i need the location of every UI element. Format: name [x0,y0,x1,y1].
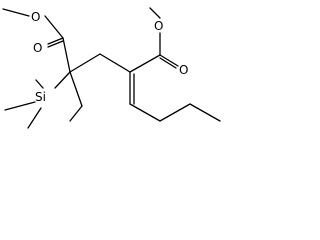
bond-quaternary-ch2 [69,53,101,73]
bond-co-double-right-a [159,54,179,67]
bond-si-methyl-top [35,79,44,89]
molecule-structure: O O Si O O [2,7,221,129]
bond-co-double-left-b [47,40,64,48]
bond-carbonyl-quaternary [62,37,71,73]
bond-si-methyl-left [4,101,36,111]
bond-co-double-right-b [159,57,177,69]
bond-quaternary-ethyl-1 [69,71,83,107]
atom-label-o-methoxy-right: O [154,19,163,33]
bond-co-double-left-a [47,37,64,45]
bond-si-methyl-bottom [27,107,42,129]
bond-ethyl-2 [69,105,83,122]
bond-o-methyl-right [149,7,161,19]
atom-label-si: Si [35,90,46,104]
bond-o-carbonyl-left [44,15,64,39]
bond-propyl-2 [159,103,191,122]
bond-ch2-alkene [99,53,131,73]
atom-label-o-methoxy-left: O [31,10,40,24]
bond-methyl-o-left [2,8,30,17]
bond-propyl-3 [189,103,221,122]
atom-label-o-carbonyl-left: O [33,41,42,55]
bond-propyl-1 [129,103,161,122]
bond-quaternary-si [54,71,71,89]
atom-label-o-carbonyl-right: O [179,63,188,77]
bond-alkene-carbonyl-right [129,54,161,73]
